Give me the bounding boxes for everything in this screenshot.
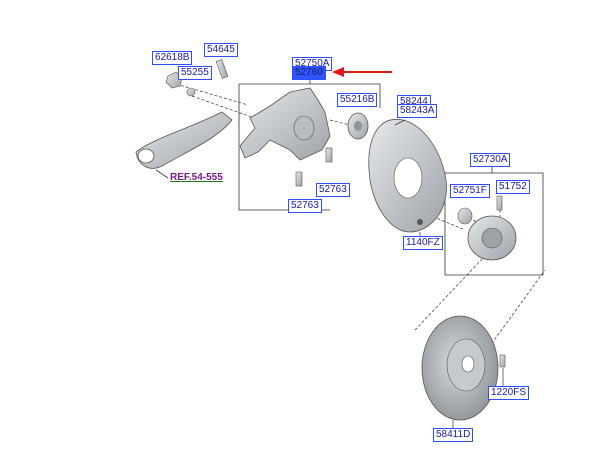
part-label-51752[interactable]: 51752: [496, 180, 530, 194]
part-label-62618B[interactable]: 62618B: [152, 51, 193, 65]
trailing-arm: [135, 111, 233, 179]
part-label-1220FS[interactable]: 1220FS: [488, 386, 530, 400]
part-label-58411D[interactable]: 58411D: [433, 428, 474, 442]
part-label-52730A[interactable]: 52730A: [470, 153, 511, 167]
part-label-52760[interactable]: 52760: [292, 66, 326, 80]
bushing-55216B: [347, 112, 369, 140]
part-label-55255[interactable]: 55255: [178, 66, 212, 80]
dust-shield-58244: [368, 119, 447, 233]
brake-disc-58411D: [421, 315, 506, 421]
part-label-1140FZ[interactable]: 1140FZ: [403, 236, 443, 250]
part-label-55216B[interactable]: 55216B: [337, 93, 378, 107]
knuckle-52760: [239, 87, 333, 187]
part-label-54645[interactable]: 54645: [204, 43, 238, 57]
part-label-52751F[interactable]: 52751F: [450, 184, 490, 198]
group-box-hub: [444, 166, 544, 276]
highlight-arrow-icon: [332, 67, 392, 77]
nut-55255: [186, 87, 196, 97]
part-label-52763-upper[interactable]: 52763: [316, 183, 350, 197]
part-label-58243A[interactable]: 58243A: [397, 104, 438, 118]
part-label-52763-lower[interactable]: 52763: [288, 199, 322, 213]
hub-bearing-52730A: [457, 195, 517, 261]
reference-link[interactable]: REF.54-555: [170, 172, 223, 183]
bolt-54645: [215, 59, 229, 79]
